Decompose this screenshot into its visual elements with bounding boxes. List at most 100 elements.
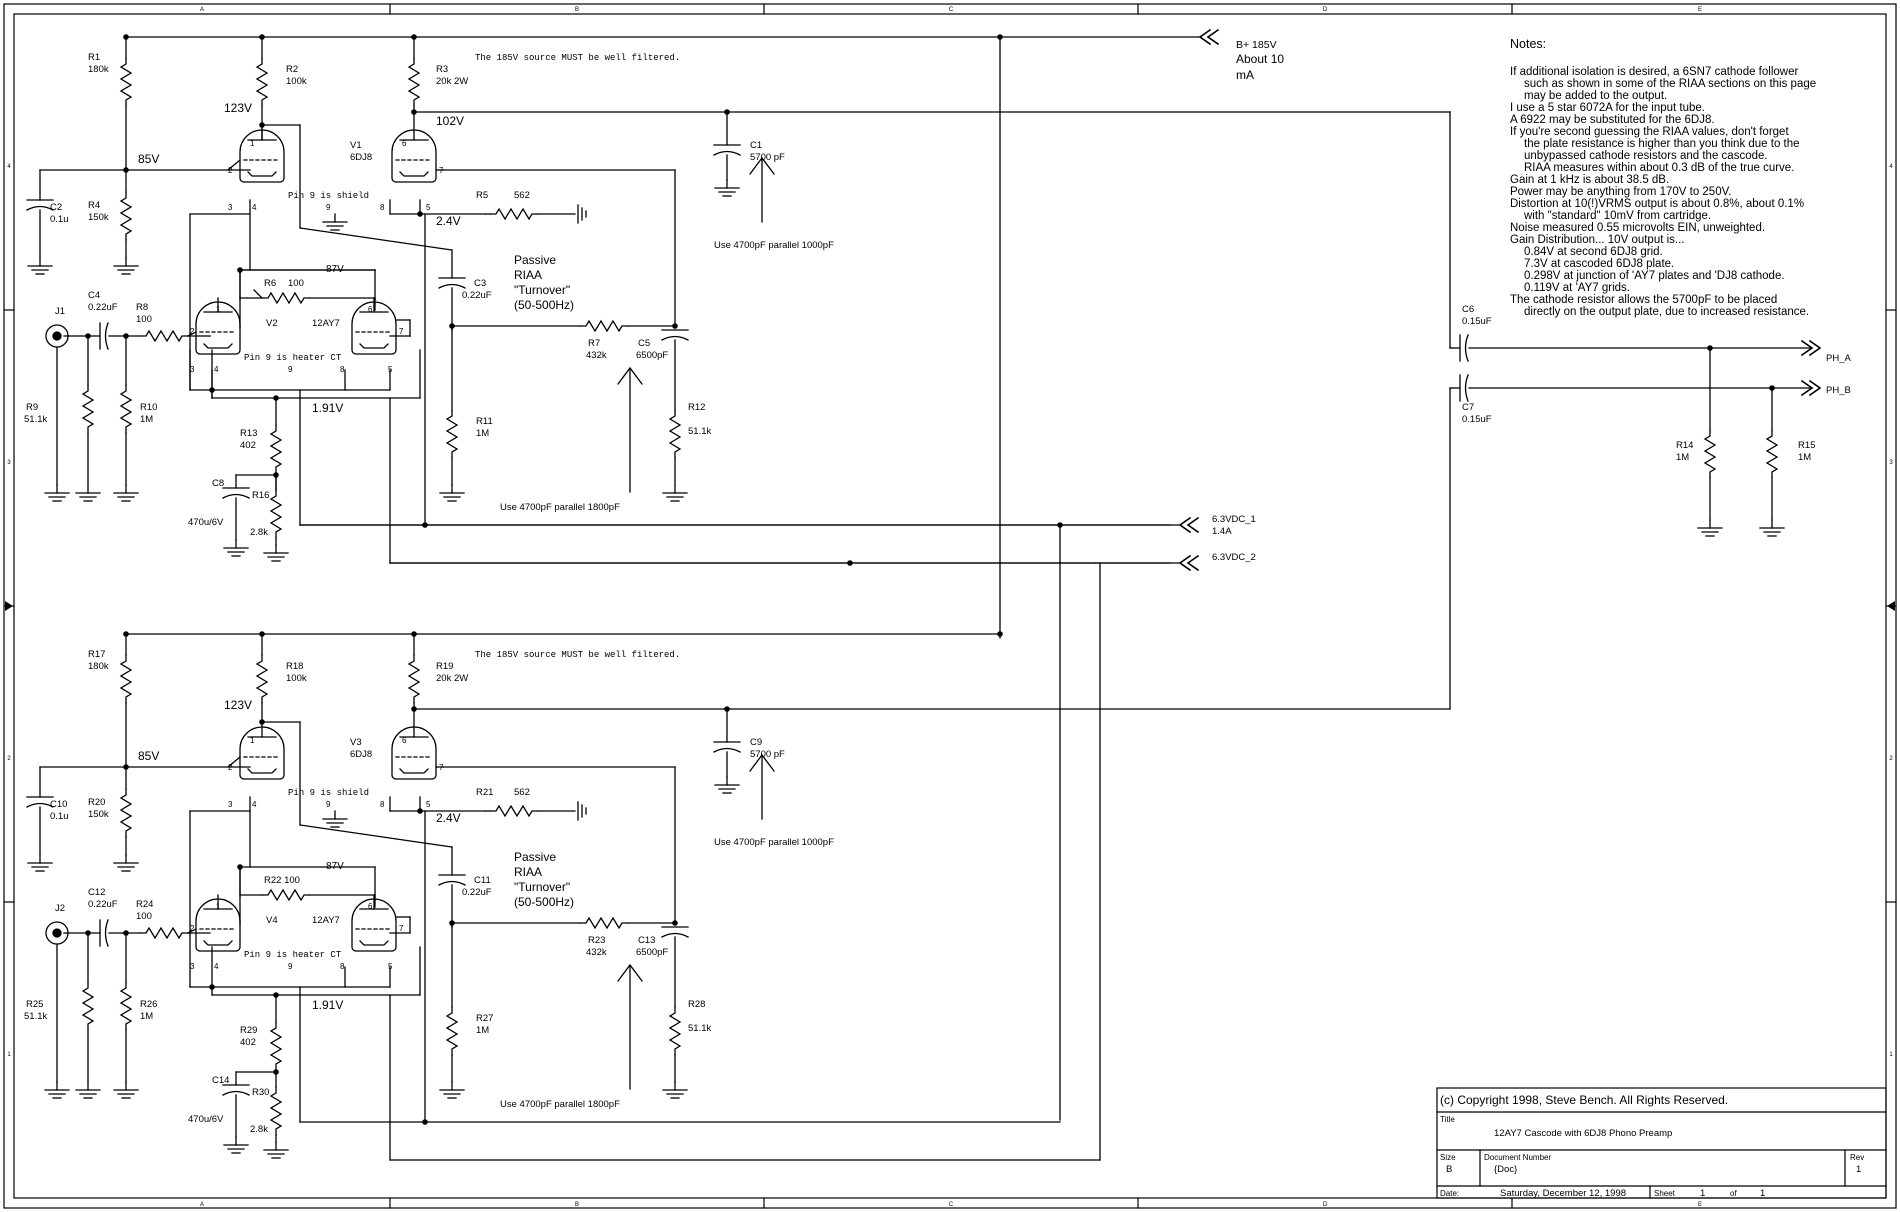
- note-line: directly on the output plate, due to inc…: [1524, 306, 1810, 318]
- label-r27: R27: [476, 1013, 493, 1024]
- value-v3: 6DJ8: [350, 749, 372, 760]
- zone-col-a-top: A: [200, 7, 204, 13]
- label-v4: V4: [266, 915, 278, 926]
- ground-icon: [27, 854, 53, 872]
- output-labels: C6 0.15uF C7 0.15uF R14 1M R15 1M PH_A P…: [1462, 304, 1851, 463]
- note-line: If additional isolation is desired, a 6S…: [1510, 66, 1799, 78]
- capacitor-c6: [1459, 334, 1469, 362]
- shield-note-a: Pin 9 is shield: [288, 191, 369, 201]
- output-wires: [1449, 387, 1811, 710]
- use-note-c9-b: Use 4700pF parallel 1000pF: [714, 837, 834, 848]
- resistor-r12: [669, 409, 681, 459]
- ground-icon: [223, 539, 249, 557]
- value-r16: 2.8k: [250, 527, 268, 538]
- value-r10: 1M: [140, 414, 153, 425]
- label-r23: R23: [588, 935, 605, 946]
- channel-a-notes: The 185V source MUST be well filtered. P…: [244, 53, 680, 363]
- value-c8: 470u/6V: [188, 517, 224, 528]
- label-j1: J1: [55, 306, 65, 317]
- voltage-2-4v-b: 2.4V: [436, 811, 461, 825]
- note-line: unbypassed cathode resistors and the cas…: [1524, 150, 1768, 162]
- svg-text:7: 7: [399, 327, 404, 336]
- rev-label: Rev: [1850, 1153, 1864, 1162]
- resistor-r11: [446, 409, 458, 459]
- frame-arrow-right: [1887, 601, 1895, 611]
- channel-a-riaa-text: Passive RIAA "Turnover" (50-500Hz): [514, 253, 574, 312]
- value-r27: 1M: [476, 1025, 489, 1036]
- pha-label: PH_A: [1826, 353, 1851, 364]
- label-c7: C7: [1462, 402, 1474, 413]
- ground-icon: [662, 484, 688, 502]
- zone-row-2-left: 2: [7, 756, 11, 762]
- label-c9: C9: [750, 737, 762, 748]
- channel-b-use-notes: Use 4700pF parallel 1000pF Use 4700pF pa…: [500, 837, 834, 1110]
- label-r26: R26: [140, 999, 157, 1010]
- zone-col-b-bottom: B: [575, 1202, 579, 1208]
- note-line: The cathode resistor allows the 5700pF t…: [1510, 294, 1778, 306]
- channel-b-notes: The 185V source MUST be well filtered. P…: [244, 650, 680, 960]
- note-line: Gain Distribution... 10V output is...: [1510, 234, 1685, 246]
- label-r2: R2: [286, 64, 298, 75]
- label-r22: R22 100: [264, 875, 300, 886]
- label-r1: R1: [88, 52, 100, 63]
- label-r28: R28: [688, 999, 705, 1010]
- svg-text:6: 6: [402, 736, 407, 745]
- label-j2: J2: [55, 903, 65, 914]
- tube-v3: [227, 726, 285, 780]
- capacitor-c14: [222, 1084, 250, 1096]
- value-r11: 1M: [476, 428, 489, 439]
- docnum-label: Document Number: [1484, 1153, 1551, 1162]
- filter-warning-a: The 185V source MUST be well filtered.: [475, 53, 680, 63]
- dc1-current-label: 1.4A: [1212, 526, 1232, 537]
- value-c2: 0.1u: [50, 214, 69, 225]
- sheet-value: 1: [1700, 1188, 1705, 1199]
- dc-rail-wires: [299, 111, 1451, 1161]
- use-note-c1-a: Use 4700pF parallel 1000pF: [714, 240, 834, 251]
- note-line: 0.119V at 'AY7 grids.: [1524, 282, 1630, 294]
- svg-text:7: 7: [439, 763, 444, 772]
- note-line: may be added to the output.: [1524, 90, 1668, 102]
- label-c11: C11: [474, 875, 491, 886]
- sheet-label: Sheet: [1654, 1189, 1676, 1198]
- channel-b-riaa-text: Passive RIAA "Turnover" (50-500Hz): [514, 850, 574, 909]
- ground-icon: [1697, 519, 1723, 537]
- label-v1: V1: [350, 140, 362, 151]
- svg-text:1: 1: [216, 305, 221, 314]
- ground-icon: [662, 1081, 688, 1099]
- label-c8: C8: [212, 478, 224, 489]
- title-block-frame: [1436, 1087, 1887, 1199]
- ground-icon: [113, 1081, 139, 1099]
- ground-icon: [322, 810, 348, 828]
- svg-text:1: 1: [216, 902, 221, 911]
- input-jack-j2-icon: [45, 921, 69, 945]
- bplus-port-icon: [1199, 29, 1219, 45]
- ground-icon: [75, 1081, 101, 1099]
- tube-v4b: [351, 894, 397, 952]
- notes-list: If additional isolation is desired, a 6S…: [1510, 66, 1890, 318]
- channel-a-use-notes: Use 4700pF parallel 1000pF Use 4700pF pa…: [500, 240, 834, 513]
- turnover-label-b: "Turnover": [514, 880, 570, 894]
- note-line: Distortion at 10(!)VRMS output is about …: [1510, 198, 1805, 210]
- zone-row-4-left: 4: [7, 164, 11, 170]
- capacitor-c8: [222, 487, 250, 499]
- svg-text:4: 4: [252, 800, 257, 809]
- capacitor-c4: [99, 322, 109, 350]
- title-block-small-labels: Title Size Document Number Rev Date: She…: [1440, 1115, 1864, 1198]
- label-r9: R9: [26, 402, 38, 413]
- ground-icon: [714, 179, 740, 197]
- tube-v1: [227, 124, 285, 183]
- zone-col-c-bottom: C: [949, 1202, 954, 1208]
- value-r21: 562: [514, 787, 530, 798]
- svg-text:2: 2: [190, 327, 195, 336]
- label-r15: R15: [1798, 440, 1815, 451]
- voltage-1-91v: 1.91V: [312, 401, 343, 415]
- value-r19: 20k 2W: [436, 673, 468, 684]
- label-r25: R25: [26, 999, 43, 1010]
- value-r28: 51.1k: [688, 1023, 711, 1034]
- ground-icon: [27, 257, 53, 275]
- value-r1: 180k: [88, 64, 109, 75]
- docnum-value: {Doc}: [1494, 1164, 1517, 1175]
- bplus-label: B+ 185V: [1236, 39, 1277, 51]
- voltage-1-91v-b: 1.91V: [312, 998, 343, 1012]
- svg-text:8: 8: [340, 365, 345, 374]
